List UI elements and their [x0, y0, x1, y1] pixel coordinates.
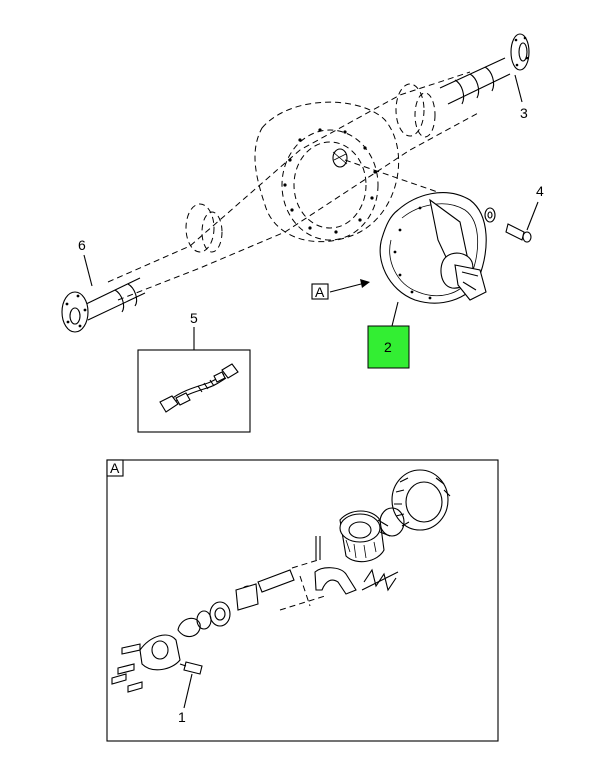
callout-4: 4	[536, 183, 544, 199]
view-a-pointer	[329, 279, 370, 293]
callout-2[interactable]: 2	[384, 339, 392, 355]
detail-label-box	[106, 459, 124, 477]
carrier-bolt	[484, 201, 539, 243]
shift-spring	[361, 568, 399, 592]
switch-sensor	[179, 661, 203, 709]
harness-box	[137, 327, 251, 433]
actuator-housing	[139, 634, 181, 671]
callout-3: 3	[520, 105, 528, 121]
actuator-bolts	[111, 643, 143, 693]
view-ref-label: A	[315, 284, 325, 300]
detail-label: A	[110, 460, 120, 476]
axle-housing	[107, 71, 481, 301]
lock-coupler	[339, 510, 391, 563]
callout-5: 5	[190, 310, 198, 326]
left-axle-shaft	[61, 254, 146, 333]
callout-2-highlight[interactable]	[367, 325, 410, 369]
right-axle-shaft	[439, 33, 530, 105]
detail-view-a	[106, 459, 499, 742]
view-ref-box	[311, 283, 329, 300]
callout-1: 1	[178, 709, 186, 725]
side-clutch-ring	[391, 469, 451, 531]
shift-shaft	[235, 569, 295, 611]
differential-carrier	[379, 192, 487, 327]
callout-6: 6	[78, 237, 86, 253]
